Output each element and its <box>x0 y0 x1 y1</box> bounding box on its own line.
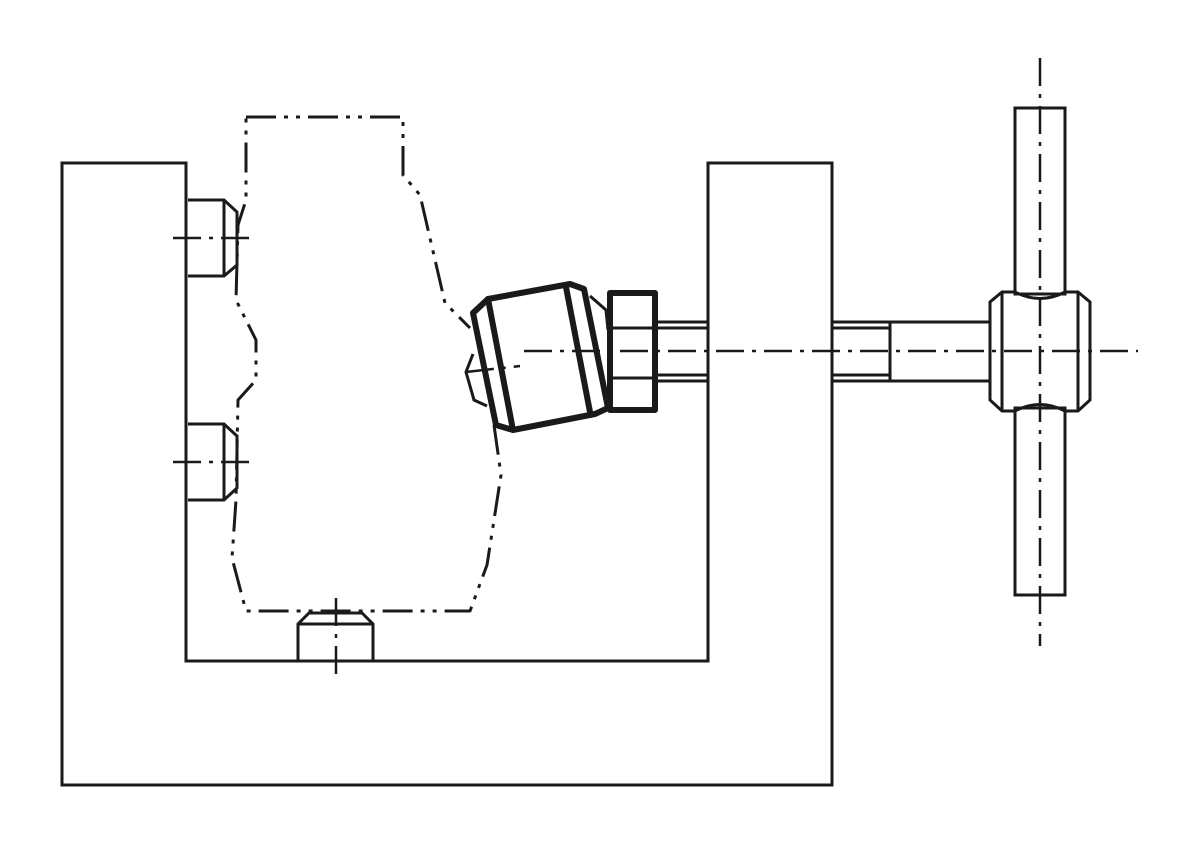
locating-pin-lower <box>173 422 250 502</box>
clamping-screw <box>655 320 990 383</box>
locating-pin-upper <box>173 198 250 278</box>
swivel-pad <box>464 281 611 433</box>
workpiece-outline <box>230 115 503 613</box>
screw-axis-centerline <box>465 349 1138 374</box>
bottom-rest-pad <box>296 598 375 675</box>
u-frame <box>60 161 834 787</box>
